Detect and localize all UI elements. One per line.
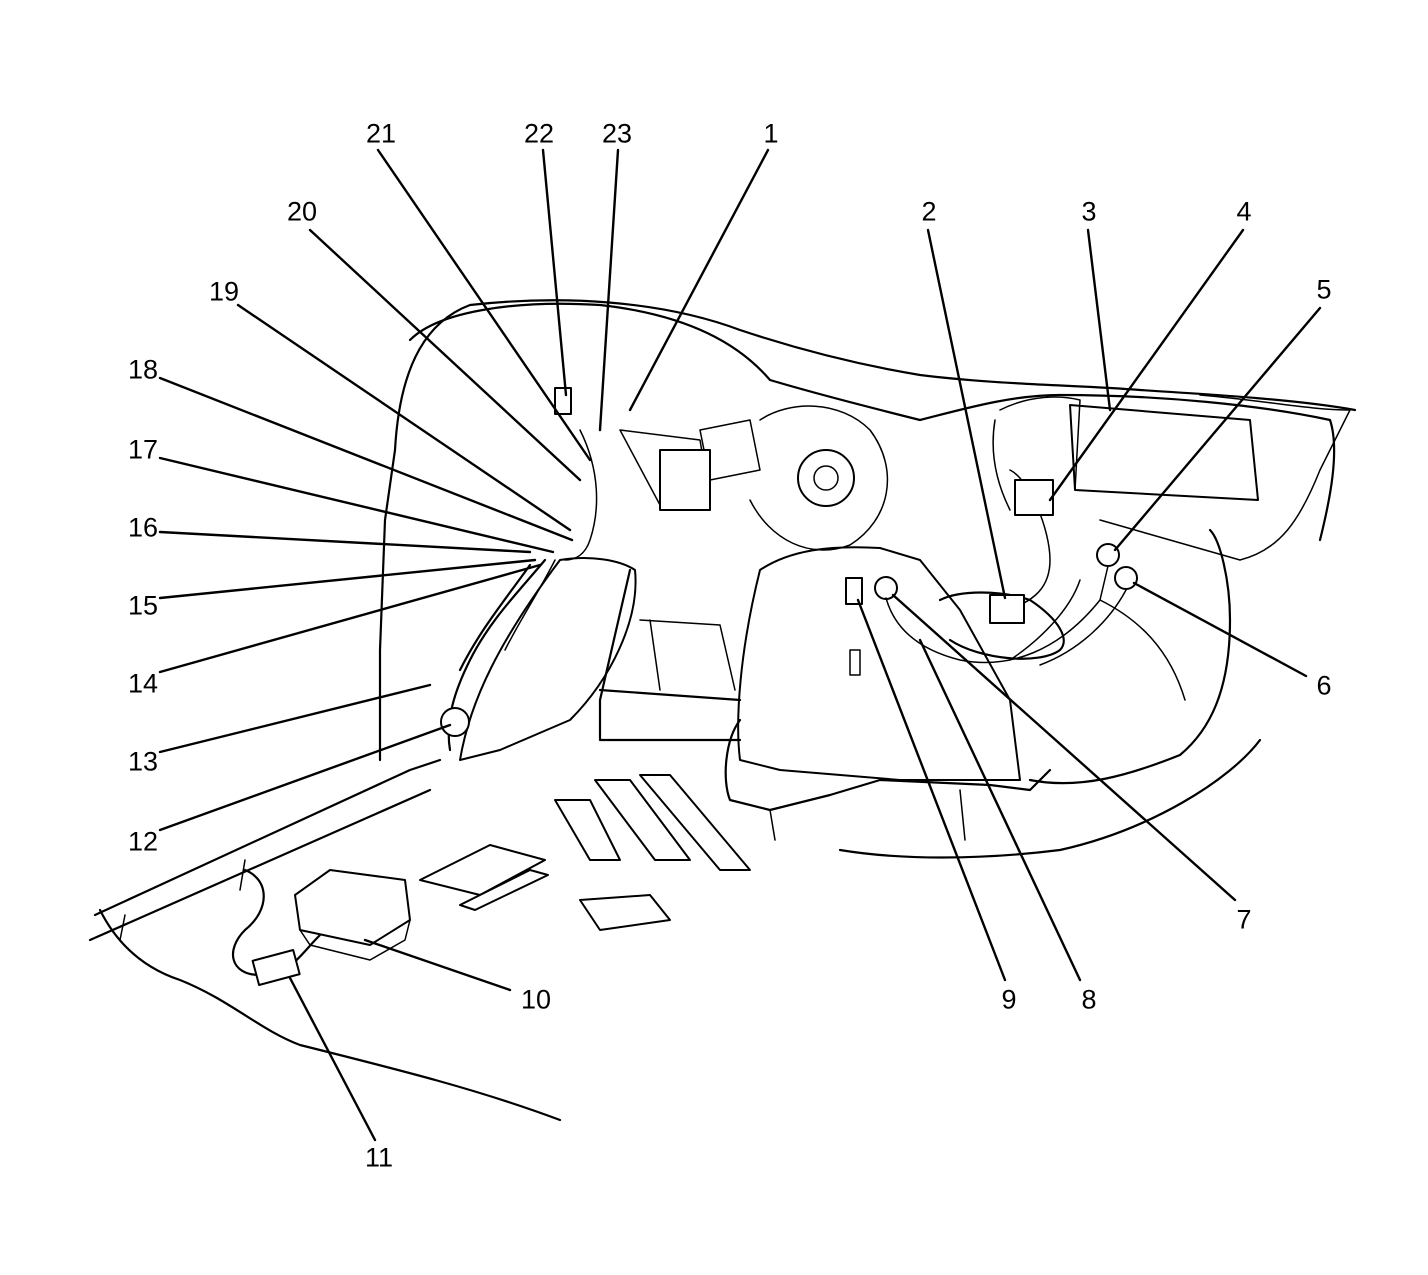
leader-11: [288, 976, 377, 1142]
connector-9: [845, 577, 863, 605]
leader-19: [236, 303, 572, 532]
center-console: [737, 546, 1021, 781]
leader-7: [891, 593, 1237, 902]
callout-5: 5: [1316, 274, 1332, 305]
leader-4: [1048, 228, 1245, 502]
leader-23: [598, 148, 620, 432]
callout-11: 11: [364, 1142, 394, 1173]
floor-outline: [98, 908, 562, 1122]
callout-17: 17: [127, 434, 159, 465]
leader-13: [158, 683, 432, 754]
leader-20: [308, 228, 582, 482]
connector-4: [1014, 479, 1054, 516]
ground-eyelet-12: [440, 707, 470, 737]
leader-10: [363, 938, 512, 992]
callout-14: 14: [127, 668, 159, 699]
callout-20: 20: [286, 196, 318, 227]
callout-2: 2: [921, 196, 937, 227]
callout-12: 12: [127, 826, 159, 857]
callout-22: 22: [523, 118, 555, 149]
connector-block: [659, 449, 711, 511]
leader-18: [158, 376, 574, 542]
leader-12: [158, 723, 452, 832]
callout-3: 3: [1081, 196, 1097, 227]
leader-21: [376, 148, 592, 462]
leader-2: [926, 228, 1007, 600]
leader-8: [918, 638, 1082, 982]
left-kick-panel: [459, 557, 637, 761]
leader-16: [158, 530, 532, 554]
right-harness: [938, 591, 1065, 660]
callout-18: 18: [127, 354, 159, 385]
callout-8: 8: [1081, 984, 1097, 1015]
callout-15: 15: [127, 590, 159, 621]
callout-21: 21: [365, 118, 397, 149]
leader-3: [1086, 228, 1112, 412]
callout-13: 13: [127, 746, 159, 777]
callout-4: 4: [1236, 196, 1252, 227]
leader-9: [856, 598, 1007, 982]
leader-6: [1132, 581, 1308, 678]
callout-7: 7: [1236, 904, 1252, 935]
connector-2: [989, 594, 1025, 624]
steering-column-hub: [797, 449, 855, 507]
callout-23: 23: [601, 118, 633, 149]
callout-16: 16: [127, 512, 159, 543]
leader-1: [628, 148, 770, 412]
ground-eyelet-6: [1114, 566, 1138, 590]
leader-17: [158, 456, 555, 554]
callout-1: 1: [763, 118, 779, 149]
leader-5: [1113, 306, 1322, 552]
leader-15: [158, 558, 537, 600]
callout-9: 9: [1001, 984, 1017, 1015]
connector-11: [251, 948, 301, 986]
leader-14: [158, 563, 542, 674]
callout-19: 19: [208, 276, 240, 307]
callout-6: 6: [1316, 670, 1332, 701]
callout-10: 10: [520, 984, 552, 1015]
instrument-panel-outline: [393, 299, 1357, 452]
leader-22: [541, 148, 568, 397]
glove-box-panel: [1069, 404, 1259, 501]
